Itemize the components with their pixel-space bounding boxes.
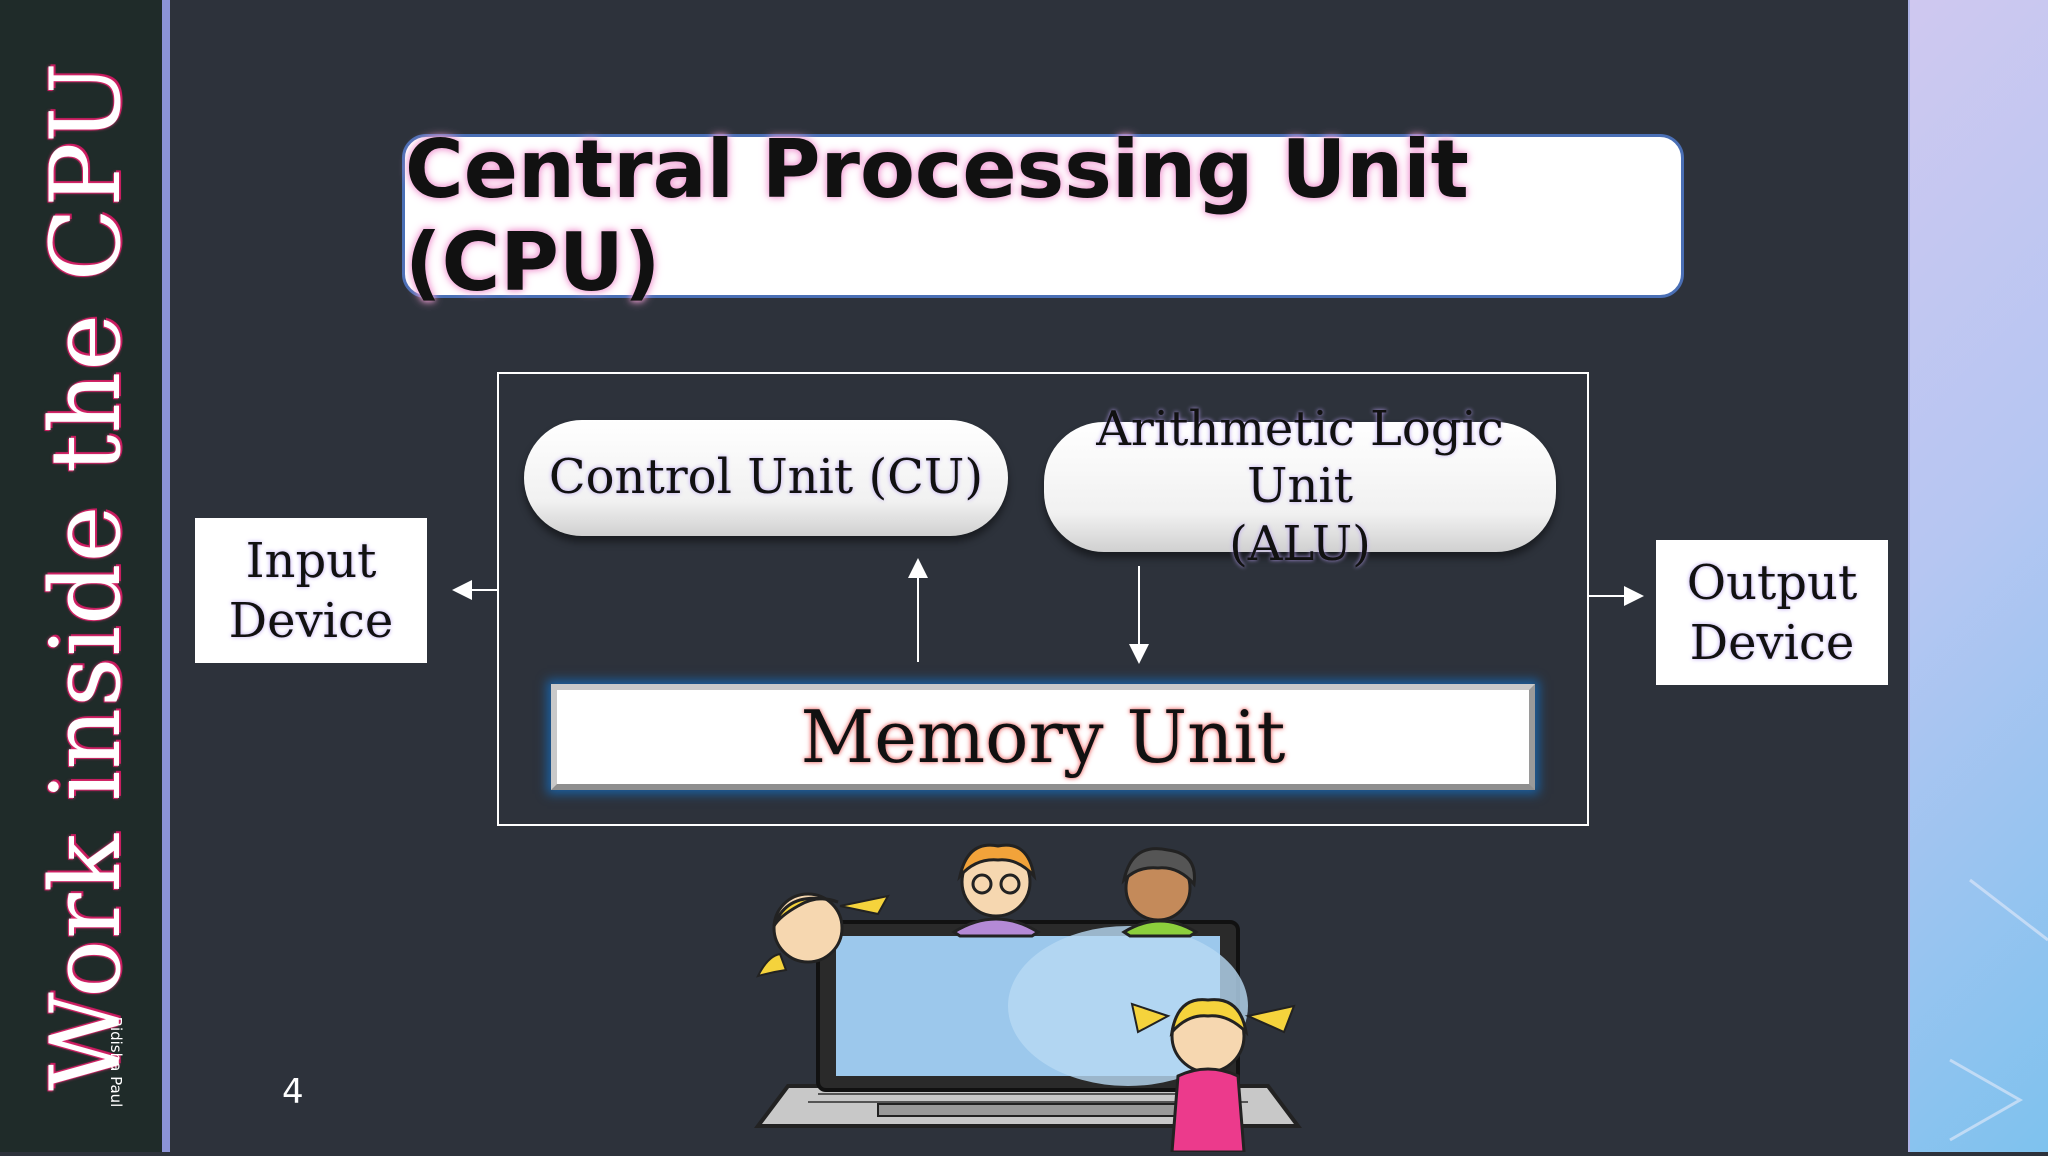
children-laptop-illustration xyxy=(754,843,1302,1152)
sidebar-accent-bar xyxy=(162,0,170,1152)
input-label-line1: Input xyxy=(245,532,377,589)
alu-label-line1: Arithmetic Logic Unit xyxy=(1096,400,1504,515)
memory-unit-box: Memory Unit xyxy=(551,684,1535,790)
output-label-line1: Output xyxy=(1686,554,1858,611)
right-decoration-lines xyxy=(1949,878,2048,1142)
right-decoration-panel xyxy=(1910,0,2048,1152)
input-label-line2: Device xyxy=(228,592,394,649)
alu-label-line2: (ALU) xyxy=(1229,515,1371,572)
input-device-box: Input Device xyxy=(195,518,427,663)
title-box: Central Processing Unit (CPU) xyxy=(402,123,1684,309)
sidebar-panel xyxy=(0,0,162,1152)
control-unit-label: Control Unit (CU) xyxy=(548,449,984,506)
alu-box: Arithmetic Logic Unit (ALU) xyxy=(1044,401,1556,572)
output-device-box: Output Device xyxy=(1656,540,1888,685)
output-label-line2: Device xyxy=(1689,614,1855,671)
memory-unit-label: Memory Unit xyxy=(800,695,1286,779)
page-title: Central Processing Unit (CPU) xyxy=(405,123,1469,309)
control-unit-box: Control Unit (CU) xyxy=(524,420,1008,536)
cpu-frame xyxy=(497,372,1589,826)
page-number: 4 xyxy=(282,1072,304,1112)
